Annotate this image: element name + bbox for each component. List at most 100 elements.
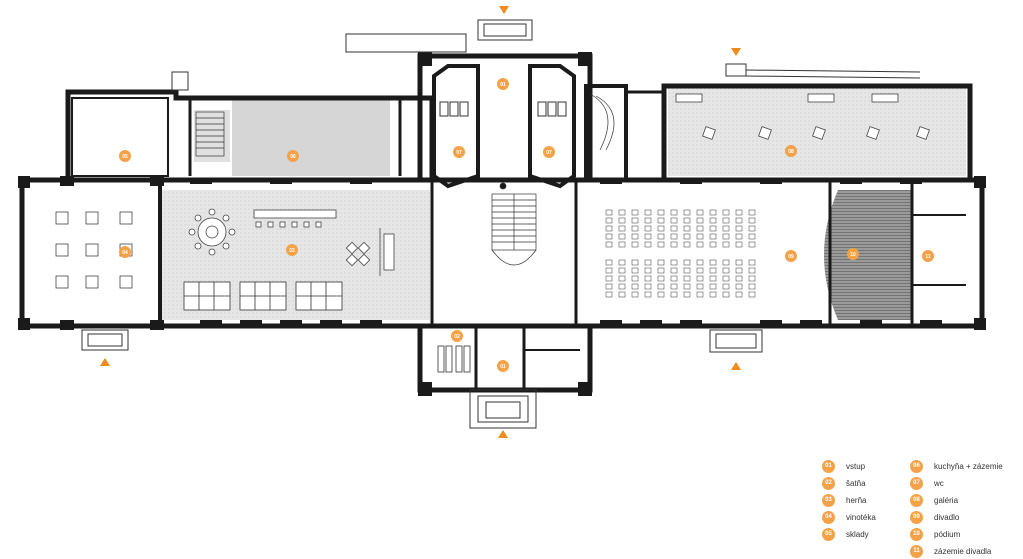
walls	[19, 53, 985, 393]
svg-text:02: 02	[454, 334, 460, 340]
theatre-seat	[605, 241, 613, 248]
room-marker: 08	[785, 145, 797, 157]
theatre-seat	[735, 267, 743, 274]
svg-text:04: 04	[122, 250, 128, 256]
theatre-seat	[631, 233, 639, 240]
legend-label: zázemie divadla	[934, 546, 992, 556]
theatre-seat	[696, 241, 704, 248]
theatre-seat	[709, 217, 717, 224]
arrow-south	[498, 430, 508, 438]
theatre-seat	[644, 225, 652, 232]
arrow-north-east	[731, 48, 741, 56]
theatre-seat	[657, 225, 665, 232]
theatre-seat	[748, 233, 756, 240]
svg-text:07: 07	[546, 150, 552, 156]
legend-label: pódium	[934, 529, 961, 539]
lockers	[437, 345, 471, 373]
arrow-south-west	[100, 358, 110, 366]
theatre-seat	[631, 267, 639, 274]
svg-text:10: 10	[850, 252, 856, 258]
theatre-seat	[605, 209, 613, 216]
theatre-seat	[735, 209, 743, 216]
theatre-seat	[618, 275, 626, 282]
theatre-seat	[709, 259, 717, 266]
theatre-seat	[618, 217, 626, 224]
theatre-seat	[657, 291, 665, 298]
room-marker: 10	[847, 248, 859, 260]
legend-badge: 02	[822, 476, 835, 490]
theatre-seat	[722, 291, 730, 298]
legend-badge: 05	[822, 527, 835, 541]
room-marker: 07	[453, 146, 465, 158]
room-markers: 01 01 02 03 04 05 06 07 07 08 09 10 11	[119, 78, 934, 372]
theatre-seat	[735, 225, 743, 232]
theatre-seat	[670, 259, 678, 266]
legend-label: galéria	[934, 495, 959, 505]
legend-label: vstup	[846, 461, 866, 471]
theatre-seats	[605, 209, 756, 298]
legend-item: 01 vstup	[822, 458, 865, 474]
room-marker: 03	[286, 244, 298, 256]
legend: 01 vstup 02 šatňa 03 herňa 04 vinotéka 0…	[818, 454, 1018, 559]
gallery-exhibits	[675, 93, 930, 140]
interior-walls	[158, 98, 966, 390]
entrance-arrows	[100, 6, 741, 438]
theatre-seat	[683, 209, 691, 216]
theatre-seat	[748, 209, 756, 216]
room-marker: 04	[119, 246, 131, 258]
kitchen-floor	[232, 96, 390, 176]
theatre-seat	[670, 233, 678, 240]
theatre-seat	[631, 217, 639, 224]
theatre-seat	[618, 209, 626, 216]
room-marker: 02	[451, 330, 463, 342]
theatre-seat	[657, 241, 665, 248]
theatre-seat	[657, 259, 665, 266]
theatre-seat	[722, 259, 730, 266]
theatre-seat	[670, 275, 678, 282]
legend-badge: 10	[910, 527, 923, 541]
theatre-seat	[748, 259, 756, 266]
theatre-seat	[683, 275, 691, 282]
theatre-seat	[748, 275, 756, 282]
legend-badge: 08	[910, 493, 923, 507]
theatre-seat	[696, 259, 704, 266]
theatre-seat	[670, 217, 678, 224]
theatre-seat	[605, 275, 613, 282]
theatre-seat	[618, 233, 626, 240]
table-groups	[183, 281, 343, 311]
theatre-seat	[735, 275, 743, 282]
legend-item: 08 galéria	[910, 492, 958, 508]
theatre-seat	[748, 225, 756, 232]
theatre-seat	[696, 267, 704, 274]
theatre-seat	[644, 217, 652, 224]
theatre-seat	[605, 225, 613, 232]
theatre-seat	[657, 283, 665, 290]
legend-label: kuchyňa + zázemie	[934, 461, 1003, 471]
theatre-seat	[683, 267, 691, 274]
theatre-seat	[657, 233, 665, 240]
svg-text:07: 07	[456, 150, 462, 156]
north-stairs	[195, 93, 615, 157]
theatre-seat	[683, 283, 691, 290]
legend-label: vinotéka	[846, 512, 876, 522]
legend-badge: 03	[822, 493, 835, 507]
arrow-south-east	[731, 362, 741, 370]
theatre-seat	[683, 259, 691, 266]
theatre-seat	[683, 217, 691, 224]
legend-item: 07 wc	[910, 475, 944, 491]
theatre-seat	[631, 209, 639, 216]
theatre-seat	[644, 241, 652, 248]
theatre-seat	[670, 291, 678, 298]
room-marker: 05	[119, 150, 131, 162]
theatre-seat	[709, 275, 717, 282]
svg-text:03: 03	[289, 248, 295, 254]
theatre-seat	[657, 217, 665, 224]
theatre-seat	[683, 225, 691, 232]
theatre-seat	[644, 291, 652, 298]
legend-item: 06 kuchyňa + zázemie	[910, 458, 1003, 474]
theatre-seat	[631, 275, 639, 282]
theatre-seat	[696, 291, 704, 298]
theatre-seat	[644, 209, 652, 216]
theatre-seat	[644, 275, 652, 282]
svg-text:06: 06	[290, 154, 296, 160]
